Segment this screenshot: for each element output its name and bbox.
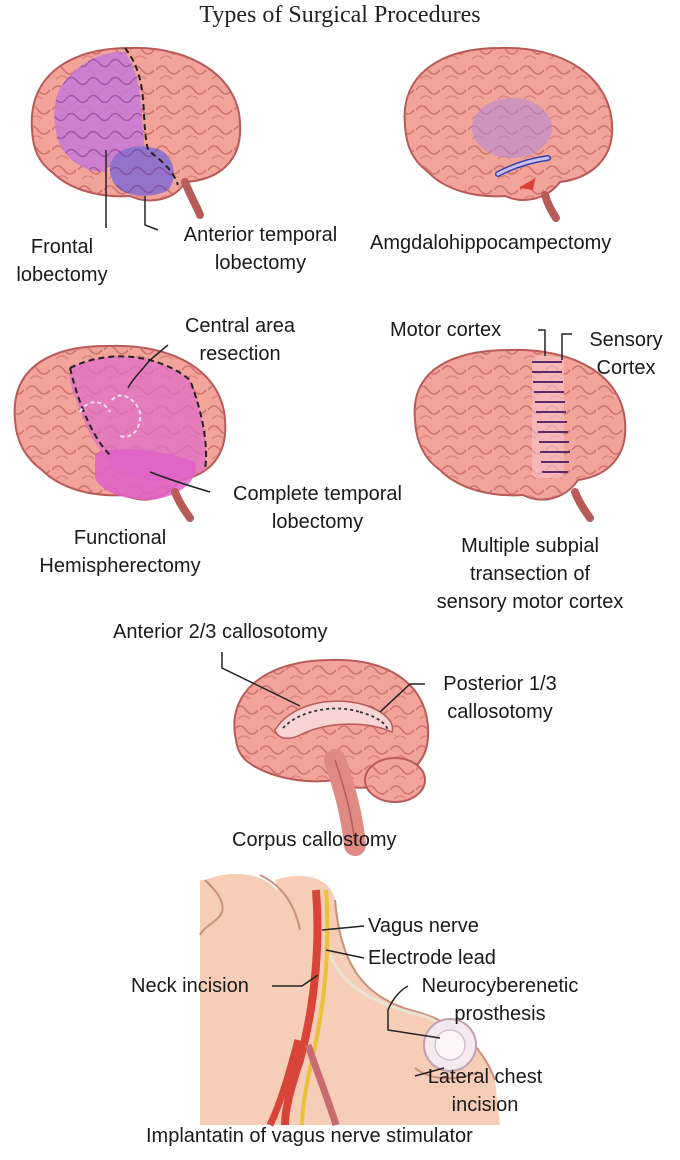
label-frontal-lobectomy: Frontal lobectomy [16,236,108,286]
label-multiple-subpial-transection: Multiple subpial transection of sensory … [436,535,624,613]
page-title: Types of Surgical Procedures [199,2,481,28]
brain-multiple-subpial-transection [413,329,627,522]
brain-frontal-lobectomy [30,46,242,231]
label-electrode-lead: Electrode lead [368,947,496,969]
label-anterior-callosotomy: Anterior 2/3 callosotomy [113,621,328,643]
label-sensory-cortex: Sensory Cortex [589,329,663,379]
label-neck-incision: Neck incision [131,975,249,997]
label-posterior-callosotomy: Posterior 1/3 callosotomy [443,673,557,723]
brain-amygdalohippocampectomy [403,46,614,222]
label-lateral-chest-incision: Lateral chest incision [427,1066,543,1116]
label-complete-temporal-lobectomy: Complete temporal lobectomy [233,483,402,533]
label-motor-cortex: Motor cortex [390,319,502,341]
brain-functional-hemispherectomy [13,344,227,522]
brain-corpus-callosotomy [221,652,430,856]
label-central-area-resection: Central area resection [184,315,296,365]
label-vagus-nerve: Vagus nerve [368,915,479,937]
label-corpus-callosotomy: Corpus callostomy [232,829,397,851]
label-amygdalohippocampectomy: Amgdalohippocampectomy [370,232,612,254]
vagus-stimulator-illustration [199,873,500,1127]
label-functional-hemispherectomy: Functional Hemispherectomy [39,527,201,577]
label-anterior-temporal-lobectomy: Anterior temporal lobectomy [183,224,338,274]
transection-marks [532,356,570,478]
label-neurocybernetic-prosthesis: Neurocyberenetic prosthesis [421,975,579,1025]
label-vagus-stimulator: Implantatin of vagus nerve stimulator [146,1125,473,1147]
